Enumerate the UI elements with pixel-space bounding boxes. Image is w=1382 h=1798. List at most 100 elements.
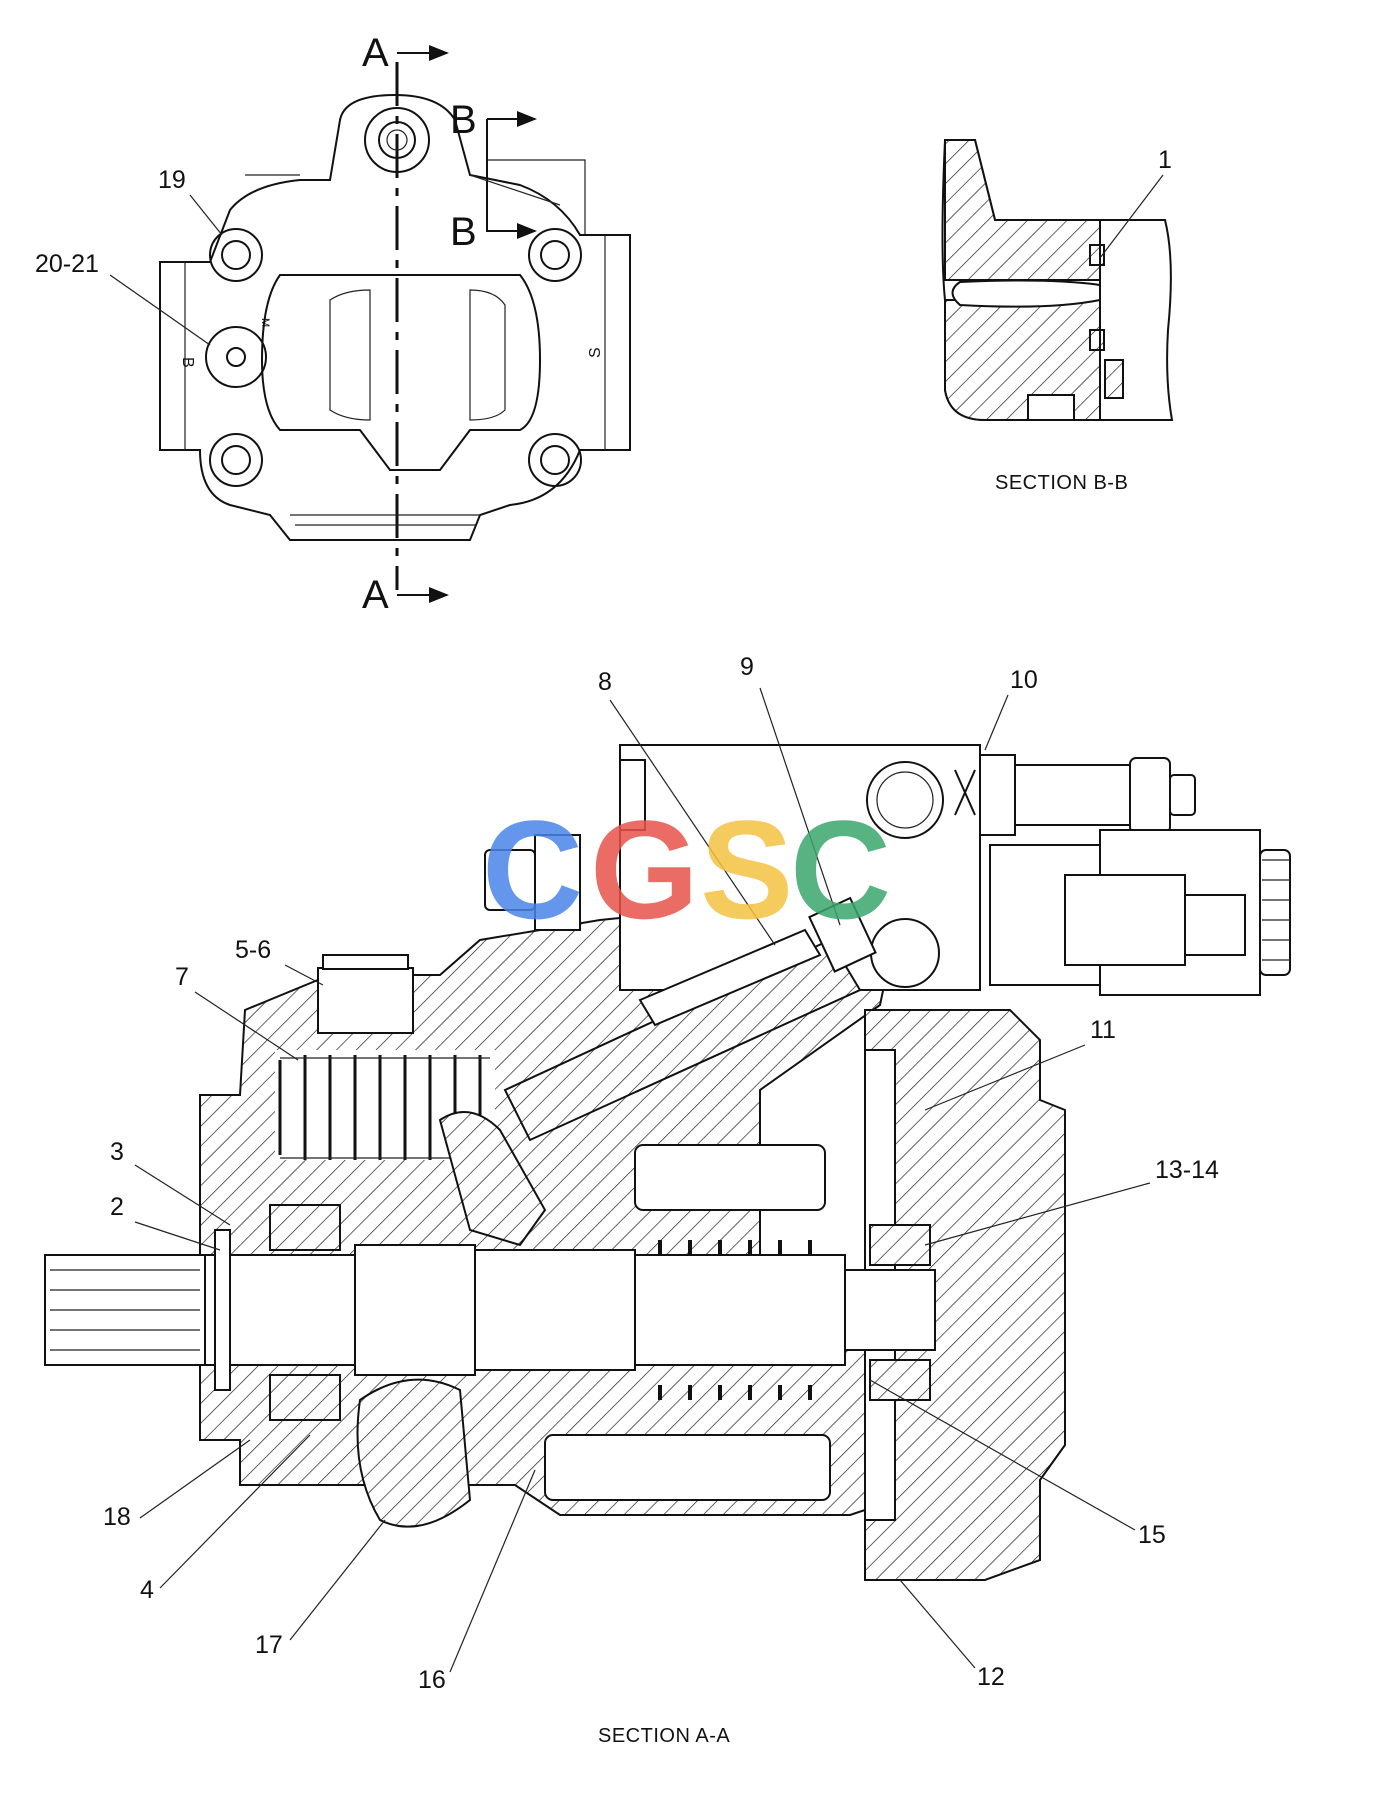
top-boss-hole (386, 129, 408, 151)
plug-5-6 (317, 967, 414, 1034)
control-port (876, 771, 934, 829)
svg-text:5-6: 5-6 (235, 936, 271, 964)
svg-text:16: 16 (418, 1666, 446, 1694)
x-mark (954, 769, 976, 816)
left-fitting-nut (534, 834, 581, 931)
callout-19: 19 (158, 166, 223, 236)
callout-8: 8 (598, 668, 776, 946)
adjust-screw (1014, 764, 1131, 826)
svg-text:12: 12 (977, 1663, 1005, 1691)
front-bearing-bottom (269, 1374, 341, 1421)
bb-hatch-lower (944, 299, 1101, 421)
swashplate-arm (438, 1111, 547, 1247)
svg-text:1: 1 (1158, 146, 1172, 174)
svg-text:8: 8 (598, 668, 612, 696)
svg-text:18: 18 (103, 1503, 131, 1531)
bb-passage (951, 279, 1101, 308)
control-port (866, 761, 944, 839)
svg-text:4: 4 (140, 1576, 154, 1604)
callout-1: 1 (1099, 146, 1172, 259)
top-boss-hole (378, 121, 416, 159)
rib (329, 289, 371, 421)
callout-12: 12 (899, 1579, 1005, 1691)
adjust-locknut (1129, 757, 1171, 834)
section-letter-a-bottom: A (362, 573, 389, 617)
plug (619, 759, 646, 831)
callout-10: 10 (984, 666, 1038, 751)
callout-18: 18 (103, 1439, 251, 1531)
watermark-letter: S (700, 791, 793, 948)
port-mark-m: M (259, 318, 271, 327)
caption-section-aa: SECTION A-A (598, 1725, 730, 1747)
knurl-lines (1262, 859, 1290, 961)
bolt (209, 228, 263, 282)
bb-notch (1027, 394, 1075, 421)
port-mark-s: S (587, 347, 604, 358)
spool-cap (808, 896, 877, 973)
callout-11: 11 (924, 1016, 1116, 1111)
bb-seal (1089, 329, 1105, 351)
svg-text:20-21: 20-21 (35, 250, 99, 278)
body-line (245, 174, 561, 206)
callout-15: 15 (869, 1379, 1166, 1549)
end-cap-section (864, 1009, 1066, 1581)
port-b-hole (226, 347, 246, 367)
callout-3: 3 (110, 1138, 231, 1226)
watermark-letter: C (482, 791, 583, 948)
section-letter-b-bottom: B (450, 210, 477, 254)
port-mark-b: B (179, 357, 196, 368)
callout-7: 7 (175, 963, 299, 1061)
callout-4: 4 (140, 1434, 311, 1604)
swashplate (356, 1378, 472, 1528)
rib (469, 289, 506, 421)
svg-text:2: 2 (110, 1193, 124, 1221)
plug-5-6-head (322, 954, 409, 970)
section-aa-view: SECTION A-A (44, 744, 1291, 1747)
callout-2: 2 (110, 1193, 221, 1251)
connector-plug (1184, 894, 1246, 956)
svg-text:15: 15 (1138, 1521, 1166, 1549)
shaft-seal (214, 1229, 231, 1391)
drive-shaft (44, 1244, 936, 1376)
svg-text:11: 11 (1090, 1016, 1116, 1044)
callout-20-21: 20-21 (35, 250, 211, 346)
svg-text:17: 17 (255, 1631, 283, 1659)
svg-text:7: 7 (175, 963, 189, 991)
bb-seal (1104, 359, 1124, 399)
caption-section-bb: SECTION B-B (995, 472, 1128, 494)
center-boss (260, 274, 542, 471)
port-b-boss (205, 326, 267, 388)
bolt (209, 433, 263, 487)
control-block (619, 744, 981, 991)
body-line (290, 514, 480, 526)
svg-text:9: 9 (740, 653, 754, 681)
bolt (528, 433, 582, 487)
piston-top (634, 1144, 826, 1211)
section-bb-view: SECTION B-B (941, 139, 1174, 494)
svg-text:19: 19 (158, 166, 186, 194)
svg-text:10: 10 (1010, 666, 1038, 694)
top-view: A A B B B M S (159, 31, 631, 617)
front-bearing-top (269, 1204, 341, 1251)
section-arrow-b-bottom (486, 119, 537, 239)
adjust-nut (979, 754, 1016, 836)
connector (1064, 874, 1186, 966)
callout-16: 16 (418, 1469, 536, 1694)
rear-bearing-bottom (869, 1359, 931, 1401)
housing-outline (159, 93, 631, 541)
adjust-tip (1169, 774, 1196, 816)
bb-hatch-upper (944, 139, 1101, 281)
watermark-logo: C G S C (482, 791, 891, 948)
servo-spool (638, 928, 822, 1027)
callout-13-14: 13-14 (924, 1156, 1219, 1246)
watermark-letter: G (590, 791, 699, 948)
watermark-letter: C (790, 791, 891, 948)
callout-5-6: 5-6 (235, 936, 324, 986)
rear-bearing-top (869, 1224, 931, 1266)
piston-bottom (544, 1434, 831, 1501)
section-letter-a-top: A (362, 31, 389, 75)
svg-text:13-14: 13-14 (1155, 1156, 1219, 1184)
connector-knurl (1259, 849, 1291, 976)
